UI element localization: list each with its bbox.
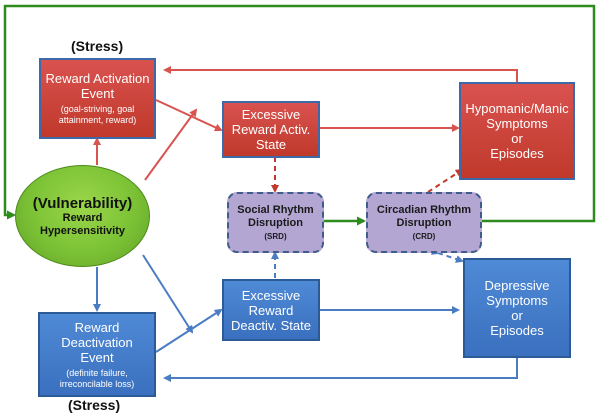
reward-activation-title-2: Event <box>80 86 115 101</box>
excessive-reward-activ-state-box: Excessive Reward Activ. State <box>222 101 320 158</box>
red-activation-to-excessive-arrow <box>155 99 223 132</box>
social-rhythm-disruption-box: Social Rhythm Disruption (SRD) <box>227 192 324 253</box>
depressive-line-4: Episodes <box>490 323 544 338</box>
blue-deactivation-to-deactiv-state-arrow <box>155 308 223 353</box>
hypomanic-line-2: Symptoms <box>486 116 548 131</box>
excessive-activ-line-1: Excessive <box>241 107 301 122</box>
hypomanic-line-4: Episodes <box>490 146 544 161</box>
blue-depressive-feedback-arrow <box>163 358 518 382</box>
stress-label-top: (Stress) <box>71 38 124 54</box>
blue-vuln-to-deactiv-state-arrow <box>142 254 194 334</box>
srd-abbr: (SRD) <box>264 231 287 241</box>
depressive-symptoms-box: Depressive Symptoms or Episodes <box>463 258 571 358</box>
reward-deactivation-line-2: Deactivation <box>61 334 133 350</box>
excessive-deactiv-line-1: Excessive <box>241 287 301 303</box>
reward-activation-title-1: Reward Activation <box>45 71 150 86</box>
hypomanic-line-1: Hypomanic/Manic <box>465 101 569 116</box>
hypomanic-manic-box: Hypomanic/Manic Symptoms or Episodes <box>459 82 575 180</box>
stress-label-bottom: (Stress) <box>68 397 121 413</box>
reward-deactivation-sub-2: irreconcilable loss) <box>59 378 135 389</box>
crd-line-1: Circadian Rhythm <box>376 203 472 216</box>
srd-line-1: Social Rhythm <box>237 203 314 216</box>
vulnerability-line-2: Hypersensitivity <box>40 224 125 237</box>
depressive-line-2: Symptoms <box>486 293 548 308</box>
dashed-crd-depressive-arrow <box>431 247 464 263</box>
vulnerability-title: (Vulnerability) <box>32 194 133 212</box>
excessive-reward-deactiv-state-box: Excessive Reward Deactiv. State <box>222 279 320 341</box>
hypomanic-line-3: or <box>511 131 523 146</box>
green-feedback-arrow <box>3 4 596 223</box>
crd-abbr: (CRD) <box>412 231 436 241</box>
excessive-deactiv-line-3: Deactiv. State <box>231 317 311 333</box>
excessive-deactiv-line-2: Reward <box>248 302 294 318</box>
depressive-line-3: or <box>511 308 523 323</box>
depressive-line-1: Depressive <box>484 278 550 293</box>
crd-line-2: Disruption <box>396 216 452 229</box>
reward-activation-sub-2: attainment, reward) <box>58 115 137 125</box>
vulnerability-ellipse: (Vulnerability) Reward Hypersensitivity <box>15 165 150 267</box>
circadian-rhythm-disruption-box: Circadian Rhythm Disruption (CRD) <box>366 192 482 253</box>
reward-deactivation-line-1: Reward <box>74 319 120 335</box>
vulnerability-line-1: Reward <box>62 211 103 224</box>
reward-deactivation-sub-1: (definite failure, <box>66 367 128 378</box>
dashed-crd-to-hypomanic-arrow <box>427 168 464 193</box>
excessive-activ-line-3: State <box>255 137 287 152</box>
reward-deactivation-event-box: Reward Deactivation Event (definite fail… <box>38 312 156 397</box>
red-vuln-to-excessive-arrow <box>144 108 198 181</box>
red-hypomanic-feedback-arrow <box>163 66 518 82</box>
reward-activation-event-box: Reward Activation Event (goal-striving, … <box>39 58 156 139</box>
excessive-activ-line-2: Reward Activ. <box>231 122 311 137</box>
reward-activation-sub-1: (goal-striving, goal <box>60 104 135 114</box>
reward-deactivation-line-3: Event <box>80 349 114 365</box>
srd-line-2: Disruption <box>248 216 303 229</box>
